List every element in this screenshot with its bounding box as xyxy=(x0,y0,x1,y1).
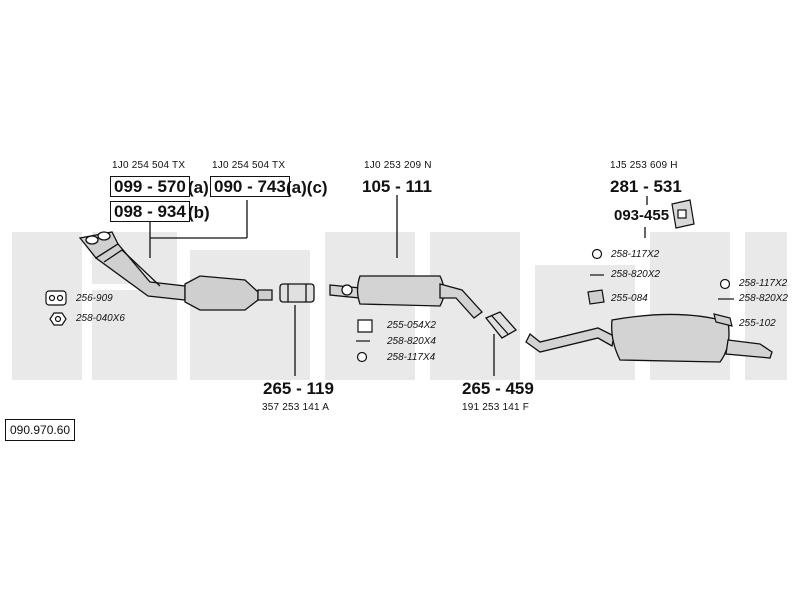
rear-silencer-oem: 1J5 253 609 H xyxy=(610,160,678,171)
ring-nut-icon xyxy=(356,248,731,363)
mount-kit-code: 093-455 xyxy=(614,207,670,224)
nut-rear-1-label: 258-117X2 xyxy=(611,249,660,260)
front-pipe-2-suffix: (a)(c) xyxy=(286,178,328,197)
bolt-icon xyxy=(356,274,734,342)
rear-silencer-code: 281 - 531 xyxy=(610,177,682,196)
front-pipe-drawing xyxy=(78,231,186,301)
catalytic-converter-drawing xyxy=(184,275,273,311)
bolt-rear-2-label: 258-820X2 xyxy=(739,293,788,304)
clamp-2-oem: 191 253 141 F xyxy=(462,402,530,413)
gasket-icon xyxy=(45,290,67,306)
hanger-rear-1-label: 255-084 xyxy=(611,293,648,304)
bolt-rear-1-label: 258-820X2 xyxy=(611,269,660,280)
clamp-2-code: 265 - 459 xyxy=(462,379,534,398)
mount-kit-icon xyxy=(671,199,695,229)
front-pipe-2-oem: 1J0 254 504 TX xyxy=(212,160,286,171)
clamp-1-oem: 357 253 141 A xyxy=(262,402,330,413)
middle-silencer-oem: 1J0 253 209 N xyxy=(364,160,432,171)
nut-rear-2-label: 258-117X2 xyxy=(739,278,788,289)
clamp-1-code: 265 - 119 xyxy=(263,379,334,398)
middle-silencer-drawing xyxy=(329,275,483,319)
nut-front-label: 258-040X6 xyxy=(76,313,125,324)
clamp-1-drawing xyxy=(279,283,315,303)
clamp-mid-label: 255-054X2 xyxy=(387,320,436,331)
bolt-mid-label: 258-820X4 xyxy=(387,336,436,347)
mid-clamp-icon xyxy=(357,319,373,333)
front-pipe-3-suffix: (b) xyxy=(188,203,210,222)
nut-mid-label: 258-117X4 xyxy=(387,352,436,363)
clamp-2-drawing xyxy=(484,311,518,339)
front-pipe-1-oem: 1J0 254 504 TX xyxy=(112,160,186,171)
rear-silencer-drawing xyxy=(525,313,773,363)
hanger-icon xyxy=(587,289,733,327)
front-pipe-1-suffix: (a) xyxy=(188,178,209,197)
front-pipe-2-code: 090 - 743 xyxy=(210,176,290,197)
nut-icon xyxy=(49,312,67,326)
middle-silencer-code: 105 - 111 xyxy=(362,177,432,196)
gasket-front-label: 256-909 xyxy=(76,293,113,304)
front-pipe-3-code: 098 - 934 xyxy=(110,201,190,222)
reference-number: 090.970.60 xyxy=(5,419,76,441)
front-pipe-1-code: 099 - 570 xyxy=(110,176,190,197)
hanger-rear-2-label: 255-102 xyxy=(739,318,776,329)
